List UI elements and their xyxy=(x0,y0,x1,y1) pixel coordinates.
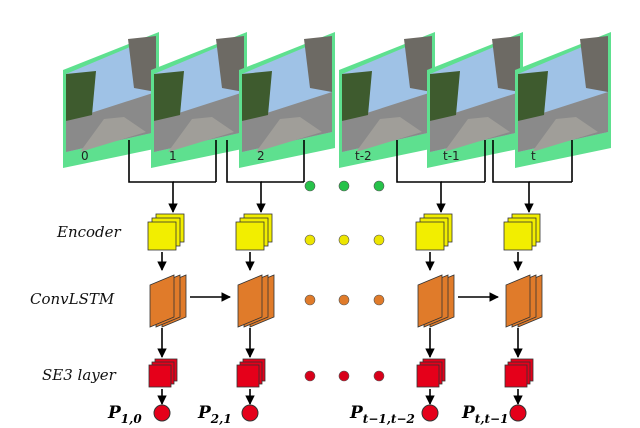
frame-1: 1 xyxy=(151,32,247,168)
ellipsis-dot-2-1 xyxy=(338,294,350,306)
frame-4: t-1 xyxy=(427,32,523,168)
frame-label: 0 xyxy=(81,149,89,163)
ellipsis-dot-1-0 xyxy=(304,234,316,246)
ellipsis-dots xyxy=(304,180,385,382)
ellipsis-dot-0-2 xyxy=(373,180,385,192)
encoder-block-0 xyxy=(147,213,185,251)
frame-building xyxy=(580,36,608,92)
frame-building xyxy=(304,36,332,92)
se3-block-2-layer xyxy=(416,364,440,388)
pose-subscript: t,t−1 xyxy=(475,412,509,426)
convlstm-block-1-layer xyxy=(237,274,263,328)
pose-main: P xyxy=(349,403,364,423)
convlstm-block-3 xyxy=(505,274,543,328)
pose-circle-2 xyxy=(421,404,439,422)
input-frames: 0 1 2 t-2 t-1 t xyxy=(63,32,611,168)
frame-3: t-2 xyxy=(339,32,435,168)
convlstm-block-2-layer xyxy=(417,274,443,328)
pose-label-2: Pt−1,t−2 xyxy=(349,403,415,426)
frame-road-lane xyxy=(168,117,234,152)
encoder-block-1-layer xyxy=(235,221,265,251)
se3-block-3-layer xyxy=(504,364,528,388)
convlstm-block-1 xyxy=(237,274,275,328)
convlstm-label: ConvLSTM xyxy=(30,290,115,308)
frame-building xyxy=(128,36,156,92)
convlstm-block-0-layer xyxy=(149,274,175,328)
link-framet1-encoder xyxy=(492,140,534,213)
frame-trees xyxy=(242,71,272,121)
convlstm-block-0 xyxy=(149,274,187,328)
ellipsis-dot-1-2 xyxy=(373,234,385,246)
se3-layer-label: SE3 layer xyxy=(42,366,117,384)
pose-main: P xyxy=(197,403,212,423)
ellipsis-dot-0-1 xyxy=(338,180,350,192)
ellipsis-dot-2-0 xyxy=(304,294,316,306)
frame-0: 0 xyxy=(63,32,159,168)
ellipsis-dot-0-0 xyxy=(304,180,316,192)
ellipsis-dot-1-1 xyxy=(338,234,350,246)
frame-road-lane xyxy=(356,117,422,152)
frame-label: 2 xyxy=(257,149,265,163)
frame-label: 1 xyxy=(169,149,177,163)
encoder-label: Encoder xyxy=(56,223,122,241)
encoder-block-3 xyxy=(503,213,541,251)
frame-trees xyxy=(430,71,460,121)
frame-road-lane xyxy=(532,117,598,152)
se3-block-0-layer xyxy=(148,364,172,388)
frame-trees xyxy=(66,71,96,121)
ellipsis-dot-3-0 xyxy=(304,370,316,382)
pose-circle-3 xyxy=(509,404,527,422)
frame-building xyxy=(492,36,520,92)
se3-block-3 xyxy=(504,358,534,388)
ellipsis-dot-3-2 xyxy=(373,370,385,382)
frame-5: t xyxy=(515,32,611,168)
encoder-block-2 xyxy=(415,213,453,251)
frame-trees xyxy=(518,71,548,121)
network-blocks xyxy=(147,213,543,422)
pose-subscript: t−1,t−2 xyxy=(363,412,415,426)
frame-trees xyxy=(154,71,184,121)
pose-circle-1 xyxy=(241,404,259,422)
pose-circle-0 xyxy=(153,404,171,422)
convlstm-block-2 xyxy=(417,274,455,328)
frame-2: 2 xyxy=(239,32,335,168)
frame-label: t xyxy=(531,149,536,163)
pose-main: P xyxy=(461,403,476,423)
frame-building xyxy=(216,36,244,92)
pose-label-1: P2,1 xyxy=(197,403,232,426)
frame-road-lane xyxy=(256,117,322,152)
se3-block-1-layer xyxy=(236,364,260,388)
se3-block-0 xyxy=(148,358,178,388)
encoder-block-0-layer xyxy=(147,221,177,251)
link-frame0-encoder xyxy=(128,140,178,213)
frame-road-lane xyxy=(444,117,510,152)
connectors xyxy=(128,140,573,405)
pose-subscript: 2,1 xyxy=(210,412,232,426)
encoder-block-3-layer xyxy=(503,221,533,251)
link-framet2-encoder xyxy=(396,140,446,213)
pose-label-0: P1,0 xyxy=(107,403,142,426)
frame-label: t-1 xyxy=(443,149,460,163)
pose-subscript: 1,0 xyxy=(121,412,143,426)
convlstm-block-3-layer xyxy=(505,274,531,328)
encoder-block-1 xyxy=(235,213,273,251)
frame-label: t-2 xyxy=(355,149,372,163)
ellipsis-dot-2-2 xyxy=(373,294,385,306)
encoder-block-2-layer xyxy=(415,221,445,251)
frame-building xyxy=(404,36,432,92)
link-frame1-encoder xyxy=(226,140,266,213)
se3-block-1 xyxy=(236,358,266,388)
frame-road-lane xyxy=(80,117,146,152)
se3-block-2 xyxy=(416,358,446,388)
ellipsis-dot-3-1 xyxy=(338,370,350,382)
pose-label-3: Pt,t−1 xyxy=(461,403,508,426)
pose-main: P xyxy=(107,403,122,423)
frame-trees xyxy=(342,71,372,121)
